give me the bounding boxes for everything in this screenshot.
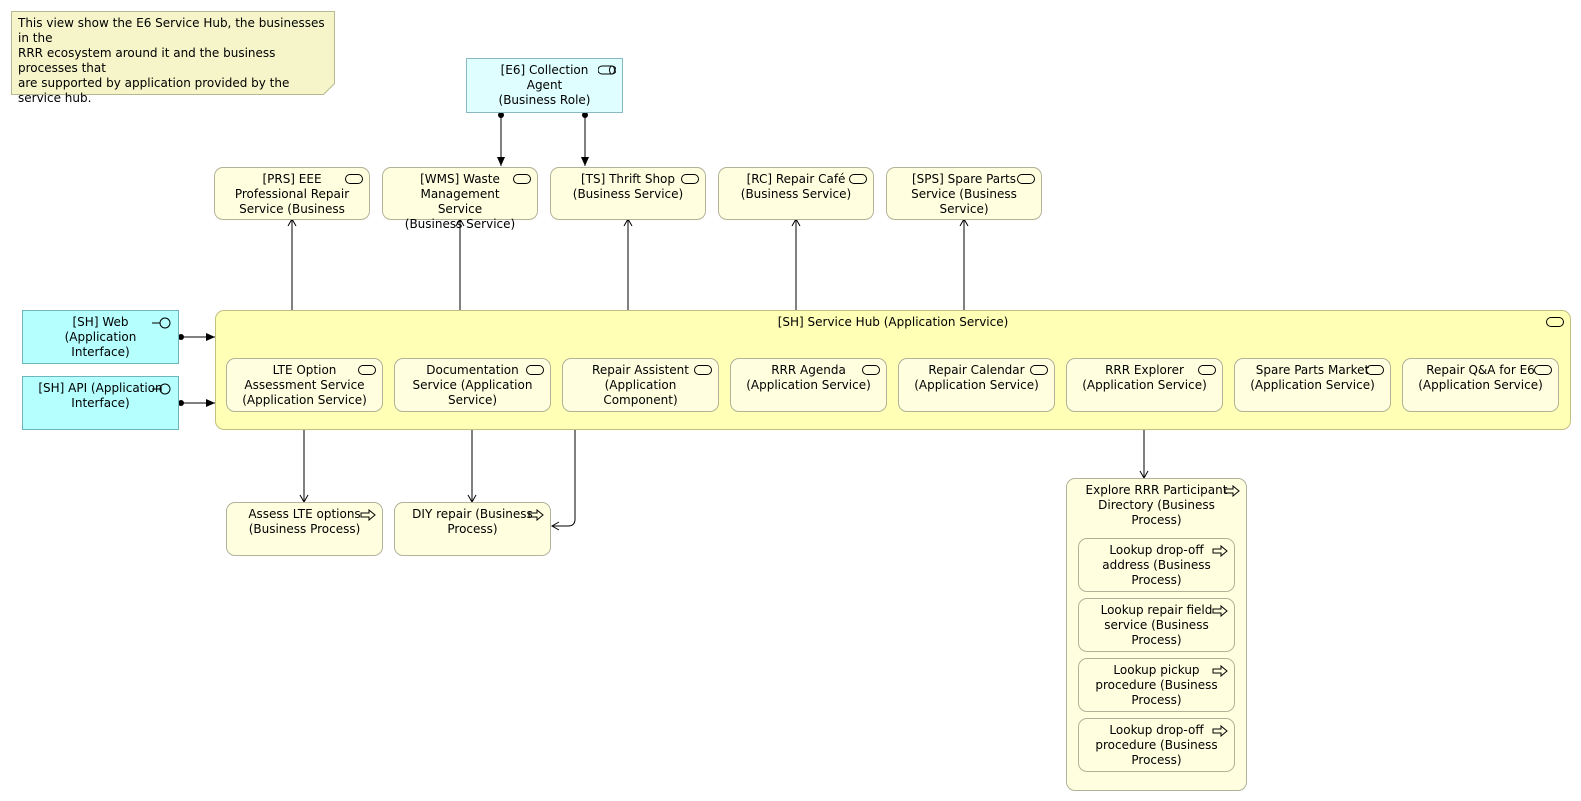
app-service-label: Repair Q&A for E6 (Application Service): [1418, 363, 1543, 392]
service-icon: [1366, 365, 1384, 375]
process-arrow-icon: [1212, 605, 1228, 617]
process-lookup-repair-field-service[interactable]: Lookup repair field service (Business Pr…: [1078, 598, 1235, 652]
note-text: This view show the E6 Service Hub, the b…: [18, 16, 325, 105]
business-service-label: [SPS] Spare Parts Service (Business Serv…: [911, 172, 1017, 216]
process-arrow-icon: [1212, 665, 1228, 677]
web-interface[interactable]: [SH] Web (Application Interface): [22, 310, 179, 364]
business-service-prs[interactable]: [PRS] EEE Professional Repair Service (B…: [214, 167, 370, 220]
collection-agent-role[interactable]: [E6] Collection Agent (Business Role): [466, 58, 623, 113]
service-icon: [345, 174, 363, 184]
process-arrow-icon: [360, 509, 376, 521]
app-service-label: RRR Agenda (Application Service): [746, 363, 871, 392]
service-icon: [358, 365, 376, 375]
business-service-label: [WMS] Waste Management Service (Business…: [404, 172, 516, 231]
service-icon: [681, 174, 699, 184]
app-service-repair-assistent[interactable]: Repair Assistent (Application Component): [562, 358, 719, 412]
process-label: Lookup drop-off address (Business Proces…: [1102, 543, 1211, 587]
app-service-spare-parts-market[interactable]: Spare Parts Market (Application Service): [1234, 358, 1391, 412]
interface-label: [SH] Web (Application Interface): [64, 315, 137, 359]
app-service-rrr-explorer[interactable]: RRR Explorer (Application Service): [1066, 358, 1223, 412]
process-arrow-icon: [1212, 725, 1228, 737]
service-icon: [1030, 365, 1048, 375]
explore-label: Explore RRR Participant Directory (Busin…: [1085, 483, 1228, 527]
business-service-label: [RC] Repair Café (Business Service): [740, 172, 852, 201]
assistent-to-diy-line: [550, 412, 576, 531]
service-icon: [526, 365, 544, 375]
business-role-icon: [598, 65, 616, 75]
process-assess-lte-options[interactable]: Assess LTE options (Business Process): [226, 502, 383, 556]
process-label: Lookup drop-off procedure (Business Proc…: [1095, 723, 1218, 767]
service-icon: [513, 174, 531, 184]
interface-label: [SH] API (Application Interface): [38, 381, 163, 410]
process-diy-repair[interactable]: DIY repair (Business Process): [394, 502, 551, 556]
service-icon: [1546, 317, 1564, 327]
role-label: [E6] Collection Agent (Business Role): [498, 63, 591, 107]
business-service-ts[interactable]: [TS] Thrift Shop (Business Service): [550, 167, 706, 220]
app-service-label: Repair Assistent (Application Component): [592, 363, 689, 407]
process-lookup-drop-off-procedure[interactable]: Lookup drop-off procedure (Business Proc…: [1078, 718, 1235, 772]
application-interface-icon: [152, 317, 171, 329]
app-service-repair-qa[interactable]: Repair Q&A for E6 (Application Service): [1402, 358, 1559, 412]
app-service-lte-option[interactable]: LTE Option Assessment Service (Applicati…: [226, 358, 383, 412]
app-service-label: LTE Option Assessment Service (Applicati…: [242, 363, 367, 407]
app-service-label: Spare Parts Market (Application Service): [1250, 363, 1375, 392]
process-label: Assess LTE options (Business Process): [248, 507, 361, 536]
note-fold-corner: [323, 83, 335, 95]
api-interface[interactable]: [SH] API (Application Interface): [22, 376, 179, 430]
service-icon: [862, 365, 880, 375]
view-description-note: This view show the E6 Service Hub, the b…: [11, 11, 335, 105]
service-hub-label: [SH] Service Hub (Application Service): [777, 315, 1009, 329]
app-service-repair-calendar[interactable]: Repair Calendar (Application Service): [898, 358, 1055, 412]
process-lookup-drop-off-address[interactable]: Lookup drop-off address (Business Proces…: [1078, 538, 1235, 592]
business-service-rc[interactable]: [RC] Repair Café (Business Service): [718, 167, 874, 220]
app-service-label: Repair Calendar (Application Service): [914, 363, 1039, 392]
app-service-documentation[interactable]: Documentation Service (Application Servi…: [394, 358, 551, 412]
service-icon: [694, 365, 712, 375]
service-icon: [1534, 365, 1552, 375]
process-label: DIY repair (Business Process): [412, 507, 533, 536]
process-arrow-icon: [528, 509, 544, 521]
application-interface-icon: [152, 383, 171, 395]
business-service-wms[interactable]: [WMS] Waste Management Service (Business…: [382, 167, 538, 231]
process-label: Lookup pickup procedure (Business Proces…: [1095, 663, 1218, 707]
service-icon: [1198, 365, 1216, 375]
process-lookup-pickup-procedure[interactable]: Lookup pickup procedure (Business Proces…: [1078, 658, 1235, 712]
process-arrow-icon: [1212, 545, 1228, 557]
business-service-sps[interactable]: [SPS] Spare Parts Service (Business Serv…: [886, 167, 1042, 220]
process-label: Lookup repair field service (Business Pr…: [1100, 603, 1213, 647]
business-service-label: [PRS] EEE Professional Repair Service (B…: [234, 172, 350, 216]
service-icon: [1017, 174, 1035, 184]
service-icon: [849, 174, 867, 184]
business-service-label: [TS] Thrift Shop (Business Service): [572, 172, 684, 201]
app-service-label: Documentation Service (Application Servi…: [412, 363, 533, 407]
app-service-rrr-agenda[interactable]: RRR Agenda (Application Service): [730, 358, 887, 412]
process-arrow-icon: [1224, 485, 1240, 497]
app-service-label: RRR Explorer (Application Service): [1082, 363, 1207, 392]
